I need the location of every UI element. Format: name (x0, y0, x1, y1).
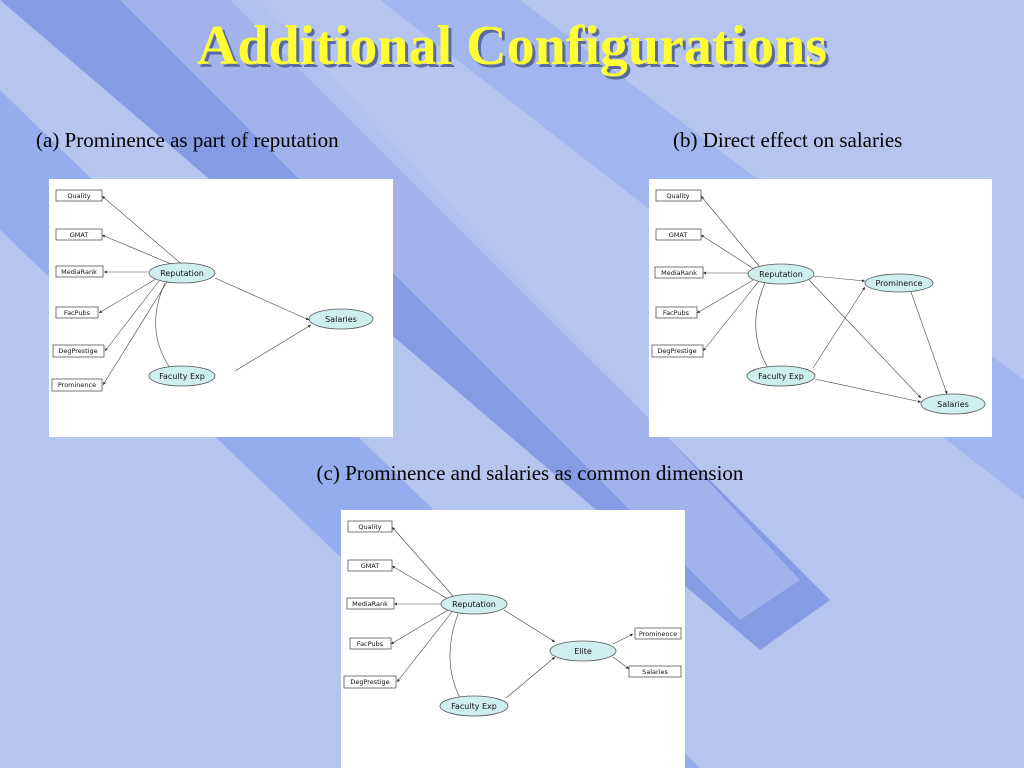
edge-facexp-elite (505, 656, 556, 699)
edge-facexp-prominence (812, 286, 866, 369)
indicator-label: MediaRank (61, 268, 97, 276)
node-label: Faculty Exp (451, 702, 497, 711)
slide-title: Additional Configurations (196, 15, 828, 77)
indicator-label: Quality (358, 523, 381, 531)
diagram-a-panel: Quality GMAT MediaRank FacPubs DegPresti… (49, 179, 393, 437)
edge-rep-salaries (808, 279, 922, 399)
node-faculty-exp (439, 695, 509, 717)
indicator-degprestige (52, 344, 105, 358)
output-prominence (634, 627, 682, 640)
indicator-facpubs (55, 306, 99, 319)
indicator-quality (55, 189, 103, 202)
edge-rep-facexp-corr (449, 613, 461, 699)
indicator-degprestige (343, 675, 397, 689)
indicator-gmat (655, 228, 702, 241)
node-faculty-exp (746, 365, 816, 387)
node-label: Faculty Exp (758, 372, 804, 381)
node-label: Faculty Exp (159, 372, 205, 381)
node-reputation (148, 262, 216, 284)
indicator-label: GMAT (669, 231, 688, 239)
edge-facexp-salaries (234, 324, 312, 372)
diagram-b-panel: Quality GMAT MediaRank FacPubs DegPresti… (649, 179, 992, 437)
indicator-gmat (347, 559, 393, 572)
diagram-b: Quality GMAT MediaRank FacPubs DegPresti… (651, 189, 986, 415)
edge-elite-salaries (612, 656, 630, 670)
output-label: Salaries (642, 668, 668, 676)
node-label: Prominence (875, 279, 922, 288)
indicator-mediarank (346, 597, 395, 610)
edge-rep-elite (503, 609, 556, 643)
edge-prominence-salaries (910, 291, 948, 395)
node-reputation (747, 263, 815, 285)
indicator-mediarank (654, 266, 704, 279)
indicator-label: DegPrestige (58, 347, 97, 355)
edge-rep-prominence (812, 275, 866, 283)
output-label: Prominence (639, 630, 677, 638)
node-label: Reputation (759, 270, 803, 279)
indicator-facpubs (349, 637, 392, 650)
indicator-label: MediaRank (352, 600, 388, 608)
node-label: Reputation (452, 600, 496, 609)
node-elite (549, 640, 617, 662)
indicator-label: MediaRank (661, 269, 697, 277)
node-label: Salaries (325, 315, 357, 324)
node-salaries (308, 308, 374, 330)
output-salaries (628, 665, 682, 678)
edge-rep-facpubs (390, 609, 449, 645)
indicator-mediarank (55, 265, 104, 278)
edge-rep-degprestige (702, 280, 760, 352)
indicator-label: FacPubs (357, 640, 384, 648)
indicator-gmat (55, 228, 103, 241)
indicator-label: Quality (67, 192, 90, 200)
indicator-label: FacPubs (663, 309, 690, 317)
node-label: Elite (574, 647, 592, 656)
node-salaries (920, 393, 986, 415)
indicator-degprestige (651, 344, 704, 358)
indicator-quality (655, 189, 702, 202)
edge-rep-quality (700, 195, 760, 267)
edge-rep-quality (391, 526, 454, 597)
edge-facexp-salaries (814, 378, 922, 403)
diagram-c-panel: Quality GMAT MediaRank FacPubs DegPresti… (341, 510, 685, 768)
edge-rep-gmat (391, 565, 449, 600)
caption-b: (b) Direct effect on salaries (673, 128, 903, 152)
diagram-a: Quality GMAT MediaRank FacPubs DegPresti… (51, 189, 374, 392)
indicator-prominence (51, 378, 103, 392)
edge-rep-facpubs (696, 278, 756, 314)
indicator-label: DegPrestige (350, 678, 389, 686)
indicator-label: GMAT (70, 231, 89, 239)
edge-rep-degprestige (396, 611, 453, 683)
indicator-label: GMAT (361, 562, 380, 570)
node-label: Reputation (160, 269, 204, 278)
node-prominence (864, 273, 934, 293)
edge-rep-gmat (700, 234, 755, 270)
indicator-label: Prominence (58, 381, 96, 389)
edge-rep-facexp-corr (155, 282, 171, 369)
caption-a: (a) Prominence as part of reputation (36, 128, 339, 152)
diagram-c: Quality GMAT MediaRank FacPubs DegPresti… (343, 520, 682, 717)
node-faculty-exp (148, 365, 216, 387)
indicator-label: DegPrestige (657, 347, 696, 355)
edge-rep-quality (101, 195, 186, 268)
node-label: Salaries (937, 400, 969, 409)
caption-c: (c) Prominence and salaries as common di… (316, 461, 744, 485)
indicator-quality (347, 520, 393, 533)
edge-rep-facexp-corr (755, 282, 769, 369)
edge-rep-facpubs (98, 278, 157, 314)
edge-elite-prominence (612, 633, 634, 645)
edge-rep-prominence (102, 281, 168, 386)
edge-rep-degprestige (104, 280, 160, 352)
node-reputation (440, 593, 508, 615)
edge-rep-salaries (214, 277, 310, 321)
indicator-label: FacPubs (64, 309, 91, 317)
indicator-label: Quality (666, 192, 689, 200)
indicator-facpubs (655, 306, 698, 319)
